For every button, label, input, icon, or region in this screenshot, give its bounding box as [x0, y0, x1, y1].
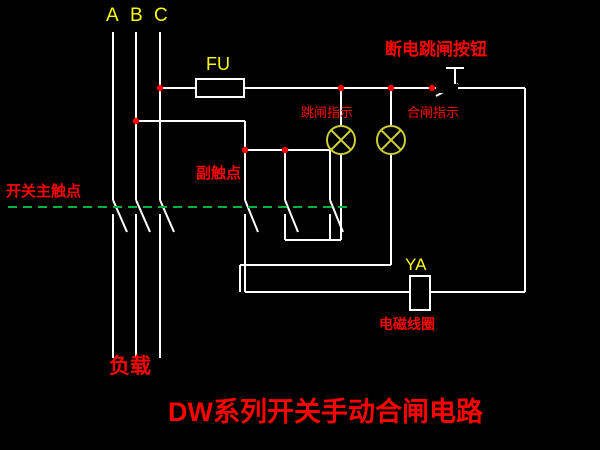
- phase-lines-top: [112, 32, 161, 200]
- load-label: 负载: [109, 355, 151, 378]
- phase-lines-bottom: [112, 214, 161, 358]
- close-indicator-lamp: [376, 125, 406, 155]
- junction-trip-lamp: [337, 84, 345, 92]
- junction-aux-2: [281, 146, 289, 154]
- junction-phase-c-fuse: [156, 84, 164, 92]
- phase-b-branch-wires: [136, 120, 246, 200]
- main-contacts-label: 开关主触点: [6, 183, 82, 200]
- trip-lamp-x2: [330, 129, 352, 151]
- coil-label: YA: [405, 255, 427, 274]
- phase-b-label: B: [130, 5, 143, 26]
- aux-contacts-label: 副触点: [196, 165, 242, 182]
- junction-phase-b-branch: [132, 117, 140, 125]
- coil-caption: 电磁线圈: [379, 316, 435, 332]
- main-contact-blade-b: [135, 199, 151, 233]
- solenoid-coil-symbol: [409, 275, 431, 311]
- fuse-label: FU: [206, 54, 230, 74]
- close-lamp-circle: [376, 125, 406, 155]
- fuse-symbol: [195, 78, 245, 98]
- close-lamp-x2: [380, 129, 402, 151]
- junction-aux-1: [241, 146, 249, 154]
- trip-button-label: 断电跳闸按钮: [385, 40, 487, 59]
- main-contact-blade-a: [112, 199, 128, 233]
- aux-contact-blades: [244, 199, 344, 233]
- return-loop-wires: [239, 88, 526, 293]
- aux-contact-blade-2: [284, 199, 299, 233]
- junction-push-button: [428, 84, 436, 92]
- aux-contact-blade-1: [244, 199, 259, 233]
- junction-dots: [132, 84, 436, 154]
- trip-lamp-circle: [326, 125, 356, 155]
- push-button-gap-mask: [432, 84, 458, 93]
- indicator-branch-wires: [340, 88, 392, 265]
- junction-close-lamp: [387, 84, 395, 92]
- aux-contact-lower-wires: [244, 214, 331, 292]
- main-contact-blade-c: [159, 199, 175, 233]
- phase-a-label: A: [106, 5, 119, 26]
- phase-c-label: C: [154, 5, 168, 26]
- trip-indicator-lamp: [326, 125, 356, 155]
- diagram-title: DW系列开关手动合闸电路: [168, 397, 483, 427]
- aux-contact-top-rails: [245, 149, 331, 200]
- main-contact-blades: [112, 199, 175, 233]
- trip-indicator-label: 跳闸指示: [301, 105, 354, 120]
- close-indicator-label: 合闸指示: [407, 105, 460, 120]
